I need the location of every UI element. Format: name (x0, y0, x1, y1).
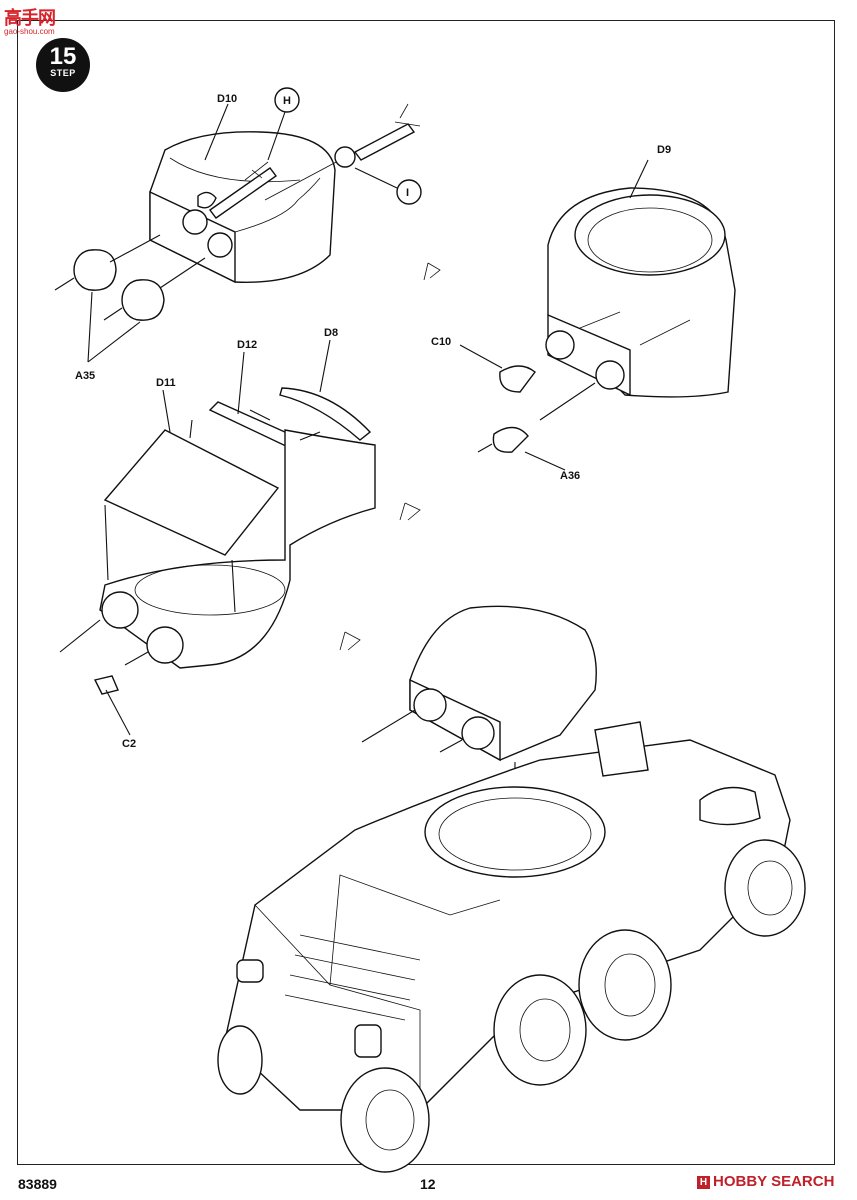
watermark-url: gao-shou.com (4, 27, 55, 36)
callout-d10: D10 (217, 93, 237, 105)
callout-d8: D8 (324, 327, 338, 339)
callout-d12: D12 (237, 339, 257, 351)
page-number: 12 (420, 1176, 436, 1192)
callout-i: I (406, 187, 409, 199)
watermark-top: 高手网 gao-shou.com (4, 4, 56, 36)
callout-a36: A36 (560, 470, 580, 482)
page-frame (17, 20, 835, 1165)
direction-arrow (399, 502, 421, 521)
turret-d10-assembly (54, 103, 421, 321)
direction-arrow (423, 262, 441, 281)
wheel (724, 839, 806, 937)
direction-arrow (339, 631, 361, 651)
watermark-chinese: 高手网 (4, 8, 56, 28)
turret-d9-assembly (477, 187, 736, 453)
callout-h: H (283, 95, 291, 107)
callout-d9: D9 (657, 144, 671, 156)
armored-car-assembly (217, 605, 806, 1173)
turret-roof-assembly (59, 387, 376, 695)
watermark-text: HOBBY SEARCH (713, 1173, 835, 1190)
product-code: 83889 (18, 1176, 57, 1192)
callout-c10: C10 (431, 336, 451, 348)
callout-a35: A35 (75, 370, 95, 382)
callout-d11: D11 (156, 377, 176, 389)
step-badge: 15 STEP (36, 38, 90, 92)
wheel (493, 974, 587, 1086)
step-number: 15 (49, 43, 77, 70)
wheel (340, 1067, 430, 1173)
watermark-mark: H (697, 1176, 710, 1189)
wheel (217, 1025, 263, 1095)
callout-c2: C2 (122, 738, 136, 750)
step-word: STEP (50, 68, 76, 78)
wheel (578, 929, 672, 1041)
